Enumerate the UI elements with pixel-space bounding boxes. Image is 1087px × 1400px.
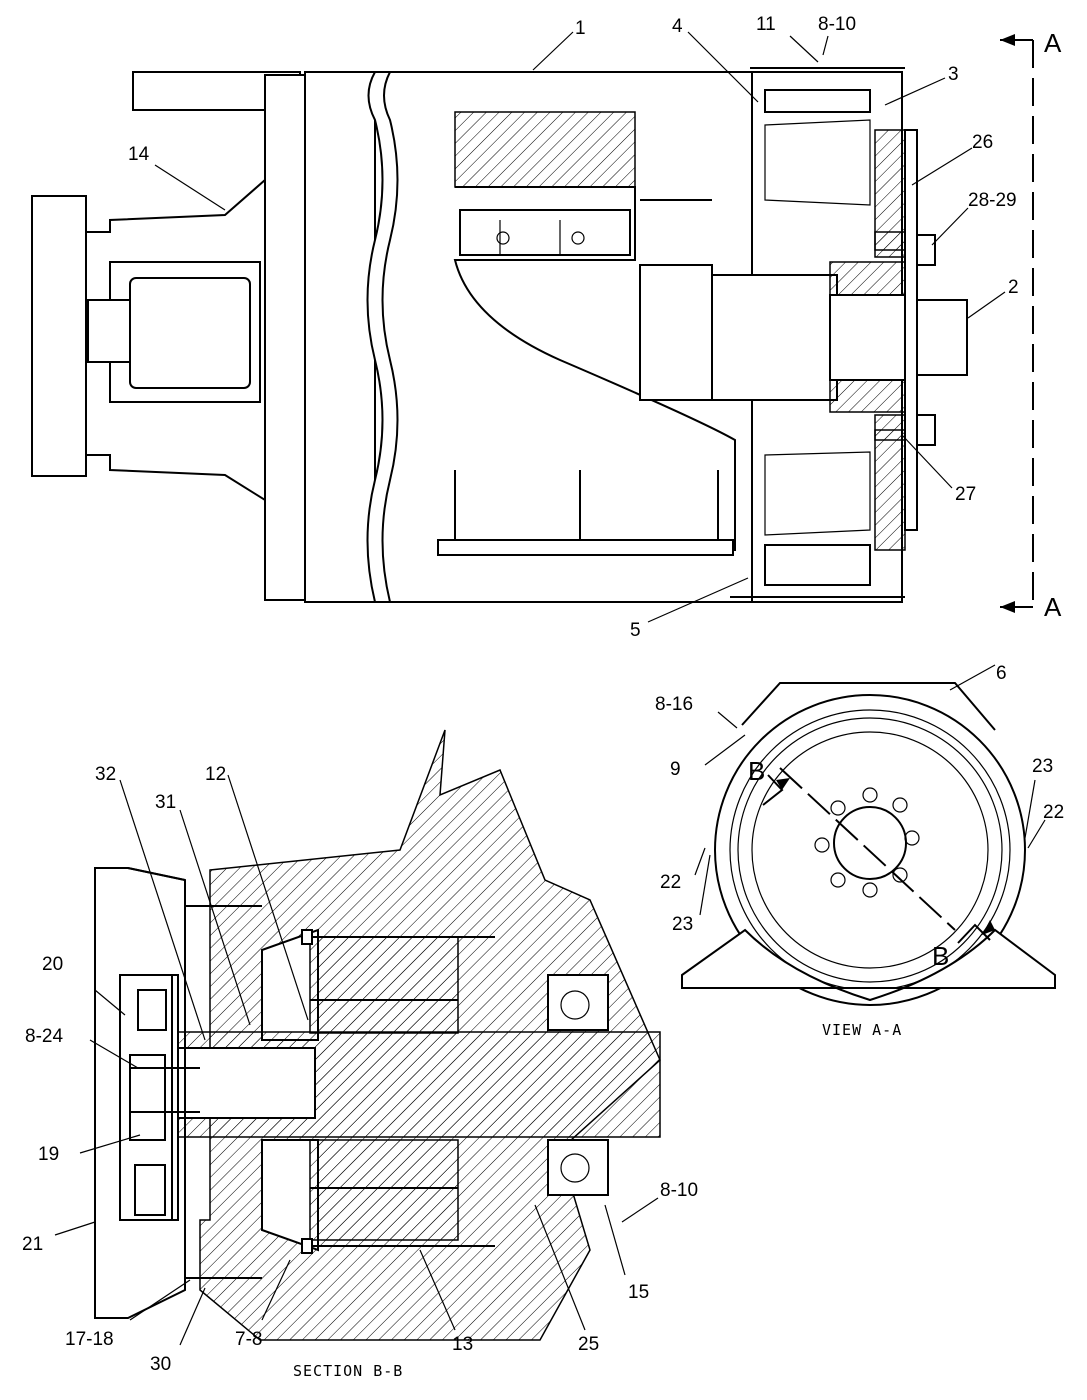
- terminal-box-outline: [741, 682, 996, 731]
- exciter-rotor-upper: [309, 936, 459, 1034]
- callout-9: 9: [670, 759, 681, 780]
- brush-holders: [496, 220, 585, 255]
- hub-bolt-circle: [814, 787, 920, 898]
- callout-7-8: 7-8: [235, 1329, 262, 1350]
- section-marker-bottom: A: [1044, 592, 1062, 622]
- callout-8-16: 8-16: [655, 694, 693, 715]
- stator-core: [454, 111, 636, 188]
- callout-11: 11: [756, 14, 776, 35]
- bearing-upper: [547, 974, 609, 1031]
- callout-23-left: 23: [672, 914, 693, 935]
- callout-28-29: 28-29: [968, 190, 1017, 211]
- callout-32: 32: [95, 764, 116, 785]
- callout-26: 26: [972, 132, 993, 153]
- side-elevation-view: [31, 67, 968, 603]
- callout-21: 21: [22, 1234, 43, 1255]
- callout-5: 5: [630, 620, 641, 641]
- callout-13: 13: [452, 1334, 473, 1355]
- section-bb-caption: SECTION B-B: [293, 1362, 403, 1380]
- callout-17-18: 17-18: [65, 1329, 114, 1350]
- section-marker-b-upper: B: [748, 756, 765, 786]
- callout-14: 14: [128, 144, 150, 165]
- callout-27: 27: [955, 484, 976, 505]
- section-b-b: SECTION B-B 32 31 12 20 8-24 19 21 17-18…: [22, 729, 698, 1380]
- callout-6: 6: [996, 663, 1007, 684]
- exciter-rotor-lower: [309, 1139, 459, 1241]
- base-rail: [437, 539, 734, 556]
- shaft-bore: [833, 806, 907, 880]
- callout-2: 2: [1008, 277, 1019, 298]
- callout-22-left: 22: [660, 872, 681, 893]
- shaft: [711, 274, 838, 401]
- cooling-fan: [764, 119, 871, 536]
- callout-30: 30: [150, 1354, 171, 1375]
- callout-31: 31: [155, 792, 176, 813]
- section-a-a-cutline: A A: [1000, 28, 1062, 622]
- section-marker-top: A: [1044, 28, 1062, 58]
- callout-8-10-section: 8-10: [660, 1180, 698, 1201]
- bearing-lower: [547, 1139, 609, 1196]
- callout-23-right: 23: [1032, 756, 1053, 777]
- callout-8-24: 8-24: [25, 1026, 63, 1047]
- drive-flange: [31, 195, 87, 477]
- front-end-bell: [264, 74, 306, 601]
- callout-22-right: 22: [1043, 802, 1064, 823]
- callout-12: 12: [205, 764, 226, 785]
- view-a-a: B B VIEW A-A 6 8-16 9 23 22 22 23: [655, 663, 1064, 1039]
- shaft-extension: [914, 299, 968, 376]
- callout-19: 19: [38, 1144, 59, 1165]
- callout-4: 4: [672, 16, 683, 37]
- view-aa-caption: VIEW A-A: [822, 1021, 902, 1039]
- top-callouts: 1 4 11 8-10 3 26 28-29 2 27 14 5: [128, 14, 1019, 641]
- callout-3: 3: [948, 64, 959, 85]
- callout-1: 1: [575, 18, 586, 39]
- section-marker-b-lower: B: [932, 941, 949, 971]
- callout-25: 25: [578, 1334, 599, 1355]
- mounting-feet: [681, 928, 1056, 1002]
- callout-15: 15: [628, 1282, 649, 1303]
- callout-20: 20: [42, 954, 63, 975]
- main-frame: [366, 71, 753, 603]
- callout-8-10-top: 8-10: [818, 14, 856, 35]
